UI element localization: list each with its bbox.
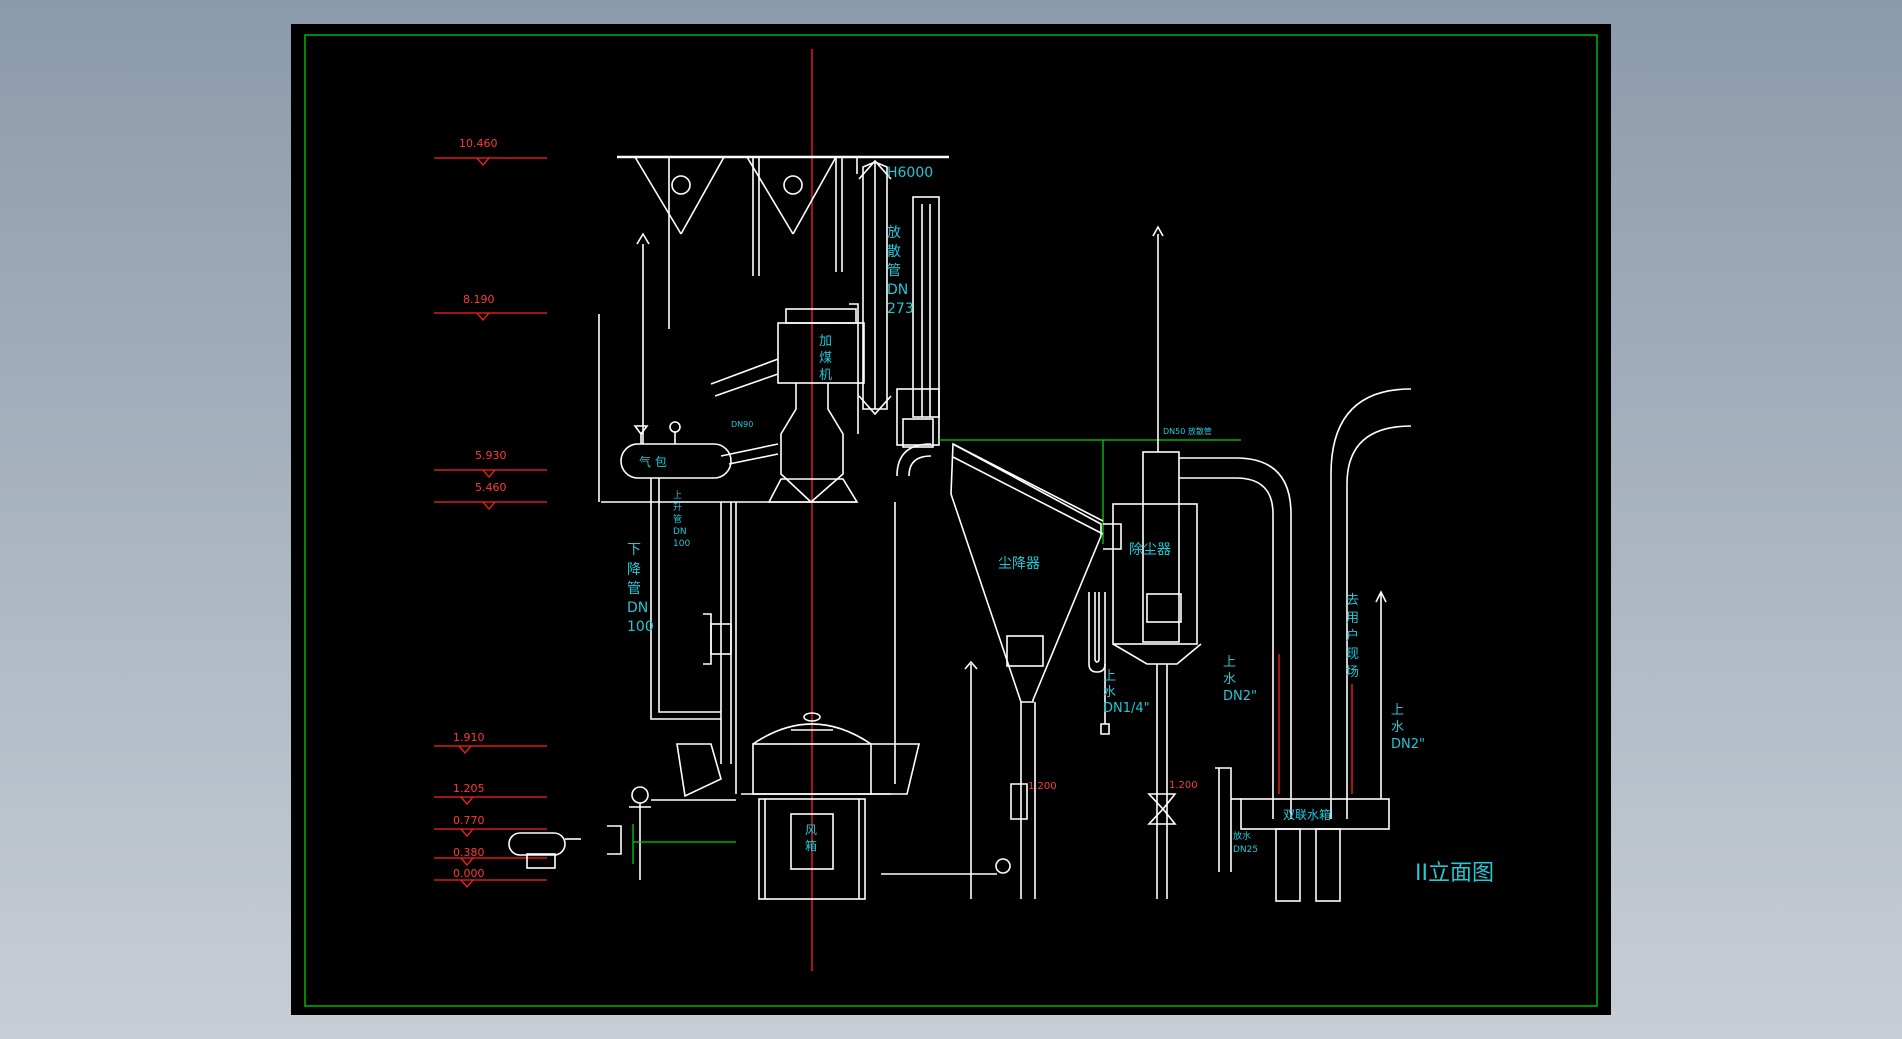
blower [508, 786, 736, 880]
elevation-0000: 0.000 [434, 867, 547, 888]
elevation-label: 10.460 [459, 137, 498, 150]
to-user-label: 去 用 户 现 场 [1346, 593, 1359, 680]
svg-text:DN25: DN25 [1233, 845, 1258, 855]
elevation-label: 5.460 [475, 481, 507, 494]
elevation-0770: 0.770 [434, 814, 547, 837]
elevation-0380: 0.380 [434, 846, 547, 866]
elevation-5460: 5.460 [434, 481, 547, 510]
boiler-pipes [650, 478, 732, 798]
svg-text:降: 降 [627, 562, 641, 578]
vent-pipe [858, 159, 940, 448]
svg-text:加: 加 [819, 334, 832, 349]
h6000-label: H6000 [887, 165, 933, 181]
elevation-label: 0.770 [453, 814, 485, 827]
steam-drum [598, 232, 857, 503]
dn90-label: DN90 [731, 420, 753, 429]
riser-label: 上 升 管 DN 100 [673, 490, 690, 549]
elevation-label: 8.190 [463, 293, 495, 306]
svg-text:散: 散 [887, 244, 901, 260]
steam-drum-label: 气 包 [639, 454, 667, 469]
elevation-drawing: 10.460 8.190 5.930 5.460 [304, 34, 1598, 1007]
svg-text:机: 机 [819, 368, 832, 383]
water-in-2-label: 上 水 DN2" [1223, 655, 1257, 704]
svg-text:煤: 煤 [819, 351, 832, 366]
svg-text:DN: DN [887, 282, 908, 298]
elevation-markers: 10.460 8.190 5.930 5.460 [434, 137, 547, 888]
drain-label: 放水 DN25 [1233, 830, 1258, 855]
elevation-1910: 1.910 [434, 731, 547, 754]
svg-text:放: 放 [887, 225, 901, 241]
gas-lines [632, 439, 1241, 864]
svg-text:上: 上 [673, 490, 682, 501]
elevation-8190: 8.190 [434, 293, 547, 321]
svg-text:DN: DN [673, 527, 687, 537]
svg-text:水: 水 [1103, 685, 1116, 700]
svg-text:管: 管 [887, 263, 901, 279]
svg-text:DN2": DN2" [1391, 737, 1425, 752]
svg-text:管: 管 [627, 581, 641, 597]
water-in-1-label: 上 水 DN1/4" [1103, 669, 1150, 716]
svg-text:DN: DN [627, 600, 648, 616]
coal-feeder-label: 加 煤 机 [819, 334, 832, 383]
svg-text:水: 水 [1391, 720, 1404, 735]
svg-text:100: 100 [673, 539, 690, 549]
elevation-1200-a: 1.200 [1028, 781, 1057, 792]
svg-text:放水: 放水 [1233, 830, 1251, 842]
elevation-5930: 5.930 [434, 449, 547, 478]
svg-text:风: 风 [805, 823, 817, 837]
svg-text:下: 下 [627, 542, 641, 558]
dust-settler [881, 442, 1122, 899]
dust-remover [1112, 225, 1202, 899]
gasifier-body [735, 502, 921, 900]
svg-text:100: 100 [627, 619, 654, 635]
downcomer-label: 下 降 管 DN 100 [627, 542, 654, 635]
water-in-3-label: 上 水 DN2" [1391, 703, 1425, 752]
svg-text:上: 上 [1223, 655, 1236, 670]
double-water-tank [1231, 798, 1390, 902]
elevation-1200-b: 1.200 [1169, 780, 1198, 791]
elevation-label: 0.380 [453, 846, 485, 859]
svg-text:去: 去 [1346, 593, 1359, 608]
elevation-label: 0.000 [453, 867, 485, 880]
drawing-title: II立面图 [1415, 861, 1494, 886]
svg-text:户: 户 [1346, 628, 1359, 644]
elevation-label: 1.205 [453, 782, 485, 795]
elevation-1205: 1.205 [434, 782, 547, 805]
coal-feeder [710, 303, 865, 504]
outlet-pipes [1179, 388, 1412, 872]
svg-text:水: 水 [1223, 672, 1236, 687]
svg-text:用: 用 [1346, 611, 1359, 626]
top-platform [617, 155, 949, 329]
dust-remover-label: 除尘器 [1129, 542, 1171, 558]
svg-text:DN1/4": DN1/4" [1103, 701, 1150, 716]
drawing-frame [304, 34, 1598, 1007]
vent-pipe-label: 放 散 管 DN 273 [887, 225, 914, 317]
dust-settler-label: 尘降器 [998, 556, 1040, 572]
wind-box-label: 风 箱 [805, 823, 817, 853]
elevation-label: 1.910 [453, 731, 485, 744]
svg-text:上: 上 [1103, 669, 1116, 684]
svg-text:DN2": DN2" [1223, 689, 1257, 704]
svg-text:管: 管 [673, 513, 682, 525]
dn50-vent-label: DN50 放散管 [1163, 426, 1212, 436]
svg-text:现: 现 [1346, 647, 1359, 662]
drawing-canvas[interactable]: 10.460 8.190 5.930 5.460 [291, 24, 1611, 1015]
svg-text:上: 上 [1391, 703, 1404, 718]
svg-text:箱: 箱 [805, 838, 817, 853]
svg-text:273: 273 [887, 301, 914, 317]
elevation-10460: 10.460 [434, 137, 547, 166]
elevation-label: 5.930 [475, 449, 507, 462]
tank-label: 双联水箱 [1283, 807, 1331, 822]
svg-text:场: 场 [1346, 665, 1359, 680]
u-tube [1088, 592, 1110, 735]
svg-text:升: 升 [673, 502, 682, 513]
